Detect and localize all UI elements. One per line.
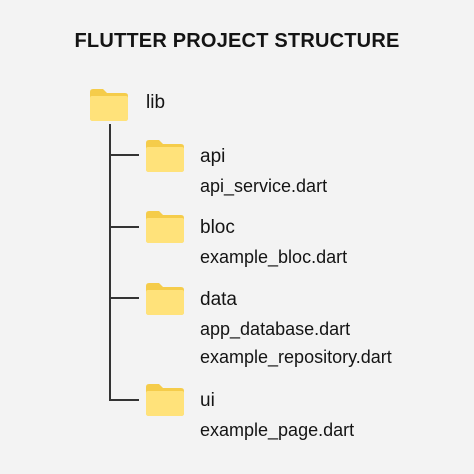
file-example-page: example_page.dart: [200, 420, 355, 440]
folder-label-ui: ui: [200, 390, 215, 411]
tree-trunk-line: [109, 124, 111, 401]
folder-label-bloc: bloc: [200, 217, 235, 238]
branch-line-api: [109, 154, 139, 156]
page-title: FLUTTER PROJECT STRUCTURE: [74, 30, 400, 52]
branch-line-bloc: [109, 226, 139, 228]
file-api-service: api_service.dart: [200, 176, 328, 196]
folder-label-data: data: [200, 289, 237, 310]
branch-line-ui: [109, 399, 139, 401]
file-example-bloc: example_bloc.dart: [200, 247, 348, 267]
folder-label-api: api: [200, 146, 226, 167]
file-example-repository: example_repository.dart: [200, 347, 392, 367]
folder-icon: [146, 283, 184, 315]
folder-icon: [146, 211, 184, 243]
folder-icon: [146, 140, 184, 172]
branch-line-data: [109, 297, 139, 299]
folder-icon: [90, 89, 128, 121]
file-app-database: app_database.dart: [200, 319, 351, 339]
folder-icon: [146, 384, 184, 416]
root-folder-label: lib: [146, 92, 166, 113]
